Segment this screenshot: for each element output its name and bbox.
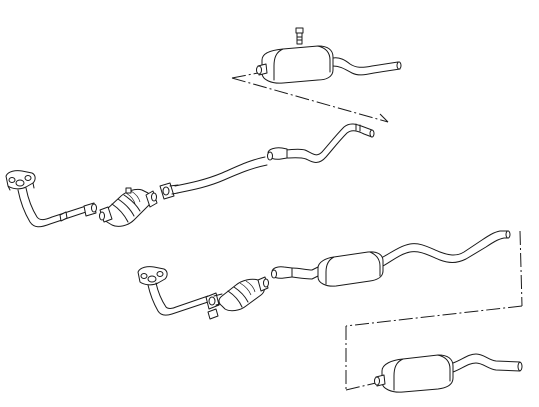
catalytic-converter-lower: [218, 276, 269, 312]
exhaust-manifold-flange-lower: [137, 266, 168, 286]
muffler-clamp-bolt: [295, 27, 304, 45]
rear-muffler-lower: [374, 353, 523, 393]
leader-lines-upper: [231, 72, 389, 123]
catalytic-converter-upper: [99, 187, 158, 227]
exhaust-manifold-flange-upper: [5, 170, 36, 191]
center-muffler-lower: [271, 251, 384, 287]
front-pipe-upper: [17, 187, 97, 228]
tailpipe-lower: [382, 230, 511, 267]
front-pipe-lower: [147, 282, 225, 320]
intermediate-pipe-upper: [159, 123, 375, 200]
rear-muffler-upper: [256, 45, 402, 84]
